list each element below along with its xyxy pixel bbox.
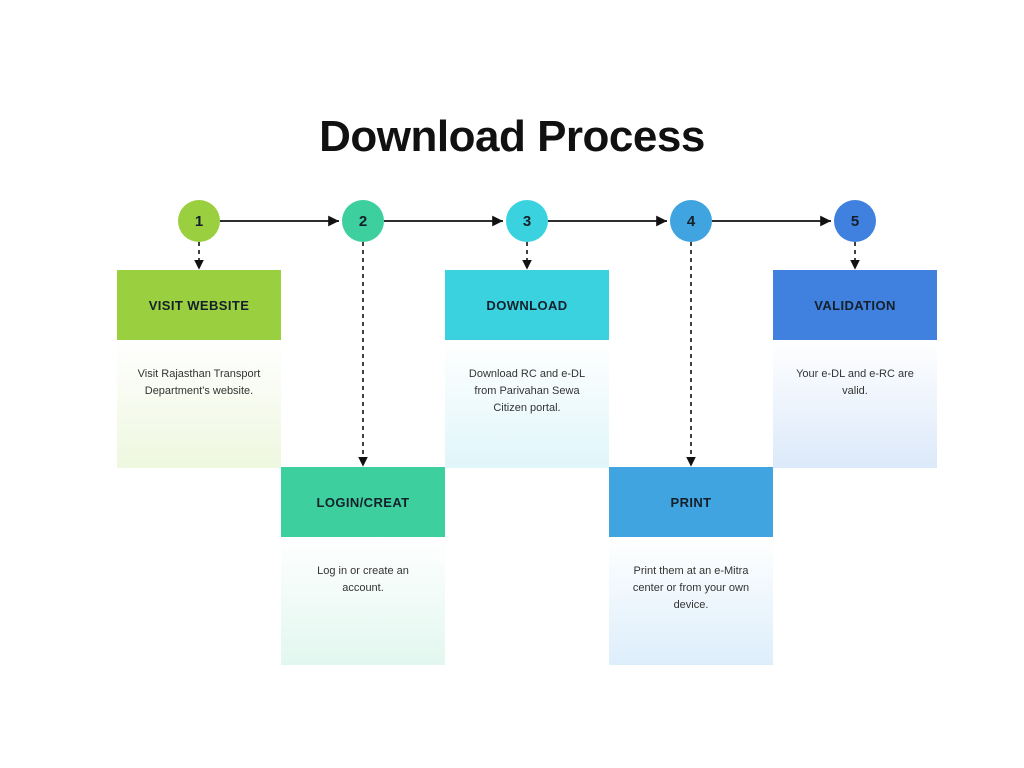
step-card-title: PRINT: [609, 467, 773, 537]
step-circle-1[interactable]: 1: [178, 200, 220, 242]
step-number-label: 4: [686, 212, 696, 230]
step-number-label: 3: [522, 212, 532, 230]
step-card-title: LOGIN/CREAT: [281, 467, 445, 537]
step-circle-3[interactable]: 3: [506, 200, 548, 242]
step-circle-2[interactable]: 2: [342, 200, 384, 242]
step-card-description: Log in or create an account.: [281, 537, 445, 665]
step-card-description: Download RC and e-DL from Parivahan Sewa…: [445, 340, 609, 468]
step-card-title: DOWNLOAD: [445, 270, 609, 340]
step-card-description: Print them at an e-Mitra center or from …: [609, 537, 773, 665]
step-circle-5[interactable]: 5: [834, 200, 876, 242]
step-number-label: 2: [358, 212, 368, 230]
step-number-label: 1: [194, 212, 204, 230]
step-number-label: 5: [850, 212, 860, 230]
step-card-description: Visit Rajasthan Transport Department's w…: [117, 340, 281, 468]
step-card-description: Your e-DL and e-RC are valid.: [773, 340, 937, 468]
step-card-title: VISIT WEBSITE: [117, 270, 281, 340]
step-circle-4[interactable]: 4: [670, 200, 712, 242]
step-card-title: VALIDATION: [773, 270, 937, 340]
page-title: Download Process: [319, 112, 705, 161]
